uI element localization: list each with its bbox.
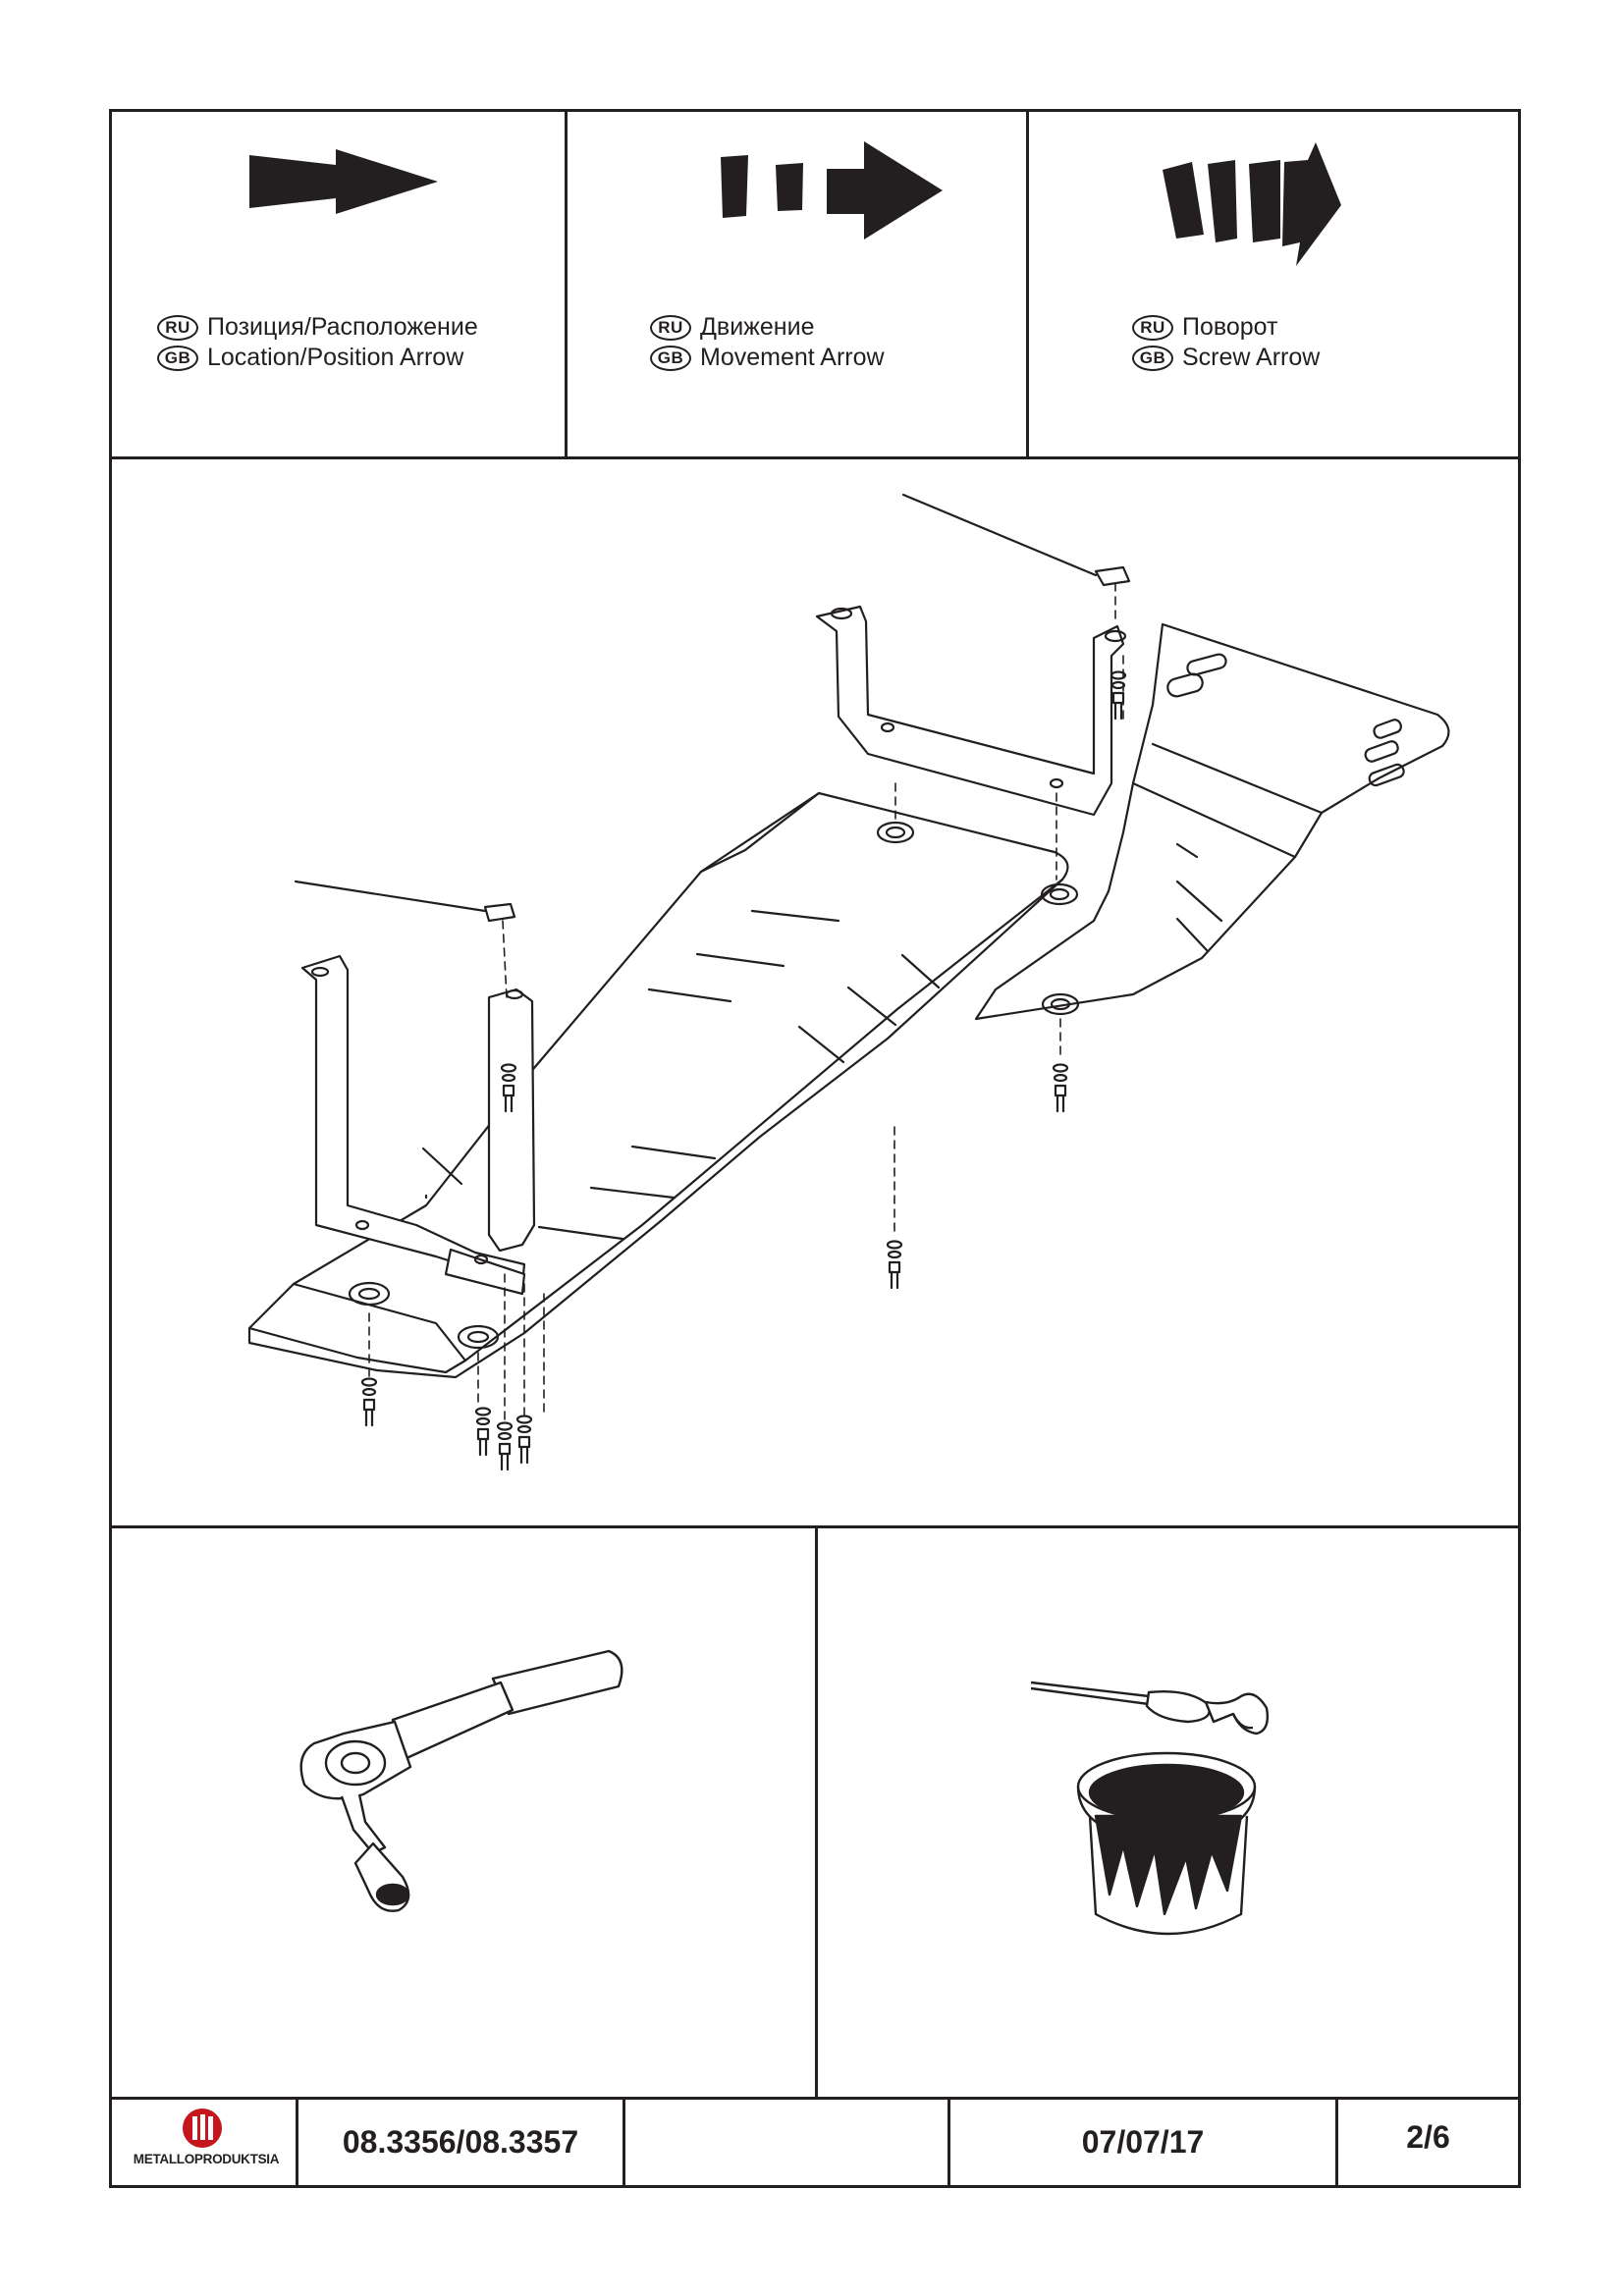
page-number: 2/6 — [1406, 2119, 1450, 2155]
divider-legend-2 — [1026, 109, 1029, 457]
divider-footer-2 — [623, 2097, 625, 2188]
legend-text-ru: Поворот — [1182, 313, 1278, 341]
part-number: 08.3356/08.3357 — [342, 2123, 579, 2160]
legend-movement: RU Движение GB Movement Arrow — [650, 312, 885, 373]
revision-date: 07/07/17 — [1081, 2123, 1205, 2160]
ru-badge: RU — [157, 314, 198, 341]
main-plate — [247, 791, 1079, 1379]
brand-logo-icon — [183, 2109, 222, 2148]
page-frame — [109, 109, 1521, 2188]
divider-legend-1 — [565, 109, 568, 457]
gb-badge: GB — [1132, 345, 1173, 371]
legend-text-gb: Location/Position Arrow — [207, 344, 464, 371]
legend-text-gb: Movement Arrow — [700, 344, 885, 371]
ratchet-wrench-icon — [299, 1649, 623, 1912]
movement-arrow-icon — [721, 141, 943, 240]
divider-footer-3 — [947, 2097, 950, 2188]
brand-name: METALLOPRODUKTSIA — [133, 2152, 280, 2166]
rear-plate — [974, 622, 1450, 1021]
gb-badge: GB — [157, 345, 198, 371]
divider-footer-1 — [296, 2097, 298, 2188]
straps — [294, 493, 1131, 923]
gb-badge: GB — [650, 345, 691, 371]
rear-bracket — [815, 605, 1127, 817]
divider-tools — [815, 1525, 818, 2098]
legend-text-gb: Screw Arrow — [1182, 344, 1321, 371]
skid-plate-assembly-drawing — [247, 493, 1450, 1471]
legend-text-ru: Движение — [700, 313, 815, 341]
location-arrow-icon — [249, 149, 438, 214]
divider-footer — [109, 2097, 1521, 2100]
divider-legend — [109, 456, 1521, 459]
divider-footer-4 — [1335, 2097, 1338, 2188]
legend-text-ru: Позиция/Расположение — [207, 313, 478, 341]
legend-screw: RU Поворот GB Screw Arrow — [1132, 312, 1320, 373]
alignment-lines — [368, 582, 1124, 1422]
ru-badge: RU — [650, 314, 691, 341]
bolts — [360, 670, 1127, 1471]
blank-cell — [625, 2098, 947, 2186]
paint-brush-can-icon — [1031, 1681, 1270, 1936]
screw-arrow-icon — [1163, 142, 1341, 266]
legend-location: RU Позиция/Расположение GB Location/Positi… — [157, 312, 478, 373]
ru-badge: RU — [1132, 314, 1173, 341]
front-brackets — [300, 954, 536, 1296]
